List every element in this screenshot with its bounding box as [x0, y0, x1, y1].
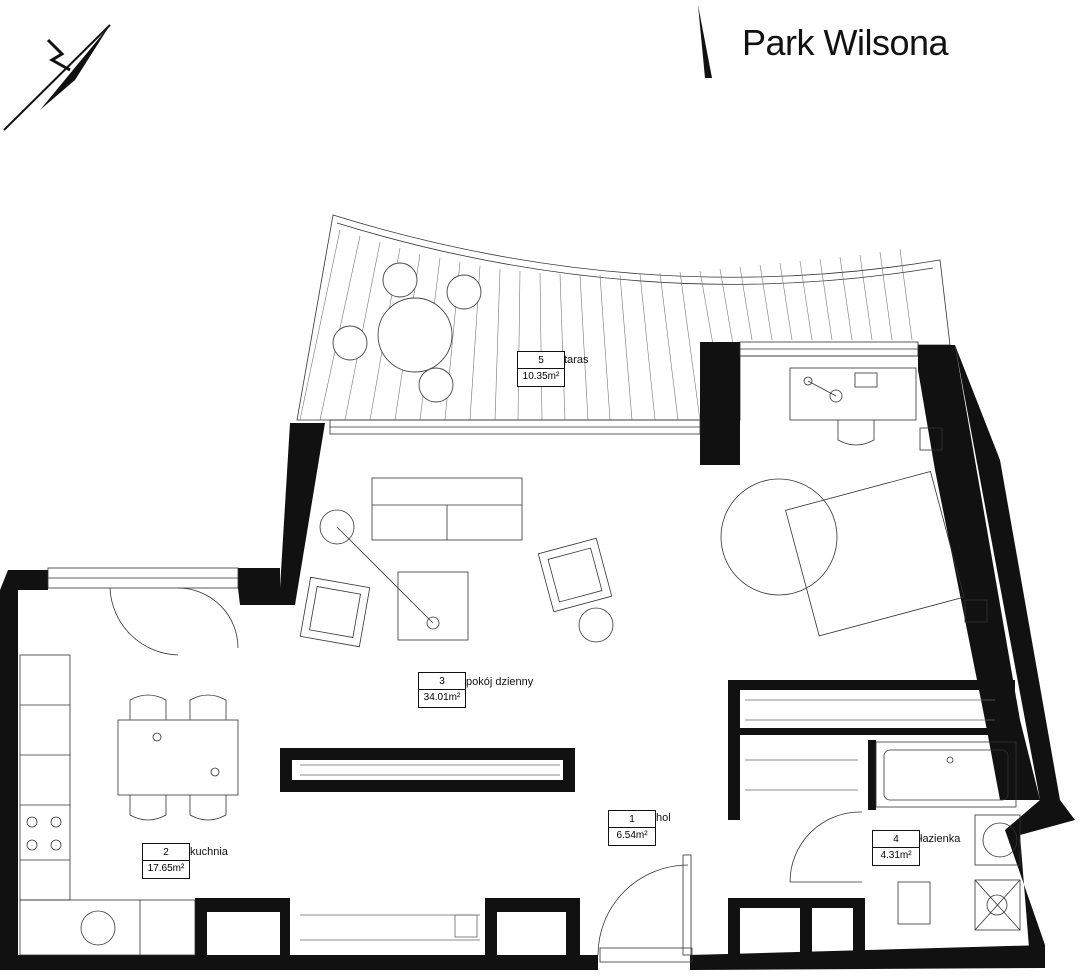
walls — [0, 342, 1075, 970]
room-number: 3 — [419, 674, 465, 690]
park-direction-icon — [698, 5, 712, 78]
room-name: łazienka — [920, 833, 961, 845]
park-wilsona-label: Park Wilsona — [742, 22, 949, 63]
room-name: taras — [564, 354, 589, 366]
kitchen — [19, 587, 239, 956]
north-arrow-icon — [3, 24, 111, 131]
room-area: 10.35m² — [522, 371, 560, 382]
room-number: 4 — [873, 832, 919, 848]
terrace — [296, 214, 951, 421]
windows — [47, 341, 919, 589]
room-number: 5 — [518, 353, 564, 369]
living-furniture — [299, 477, 614, 776]
bathroom-fixtures — [789, 741, 1021, 931]
room-number: 2 — [143, 845, 189, 861]
room-name: kuchnia — [190, 846, 228, 858]
room-name: pokój dzienny — [466, 676, 534, 688]
room-area: 17.65m² — [147, 863, 185, 874]
bedroom-furniture — [720, 367, 995, 791]
room-area: 34.01m² — [423, 692, 461, 703]
room-number: 1 — [609, 812, 655, 828]
room-area: 4.31m² — [880, 850, 912, 861]
entry-door — [300, 854, 693, 963]
room-area: 6.54m² — [616, 830, 648, 841]
room-name: hol — [656, 812, 671, 824]
